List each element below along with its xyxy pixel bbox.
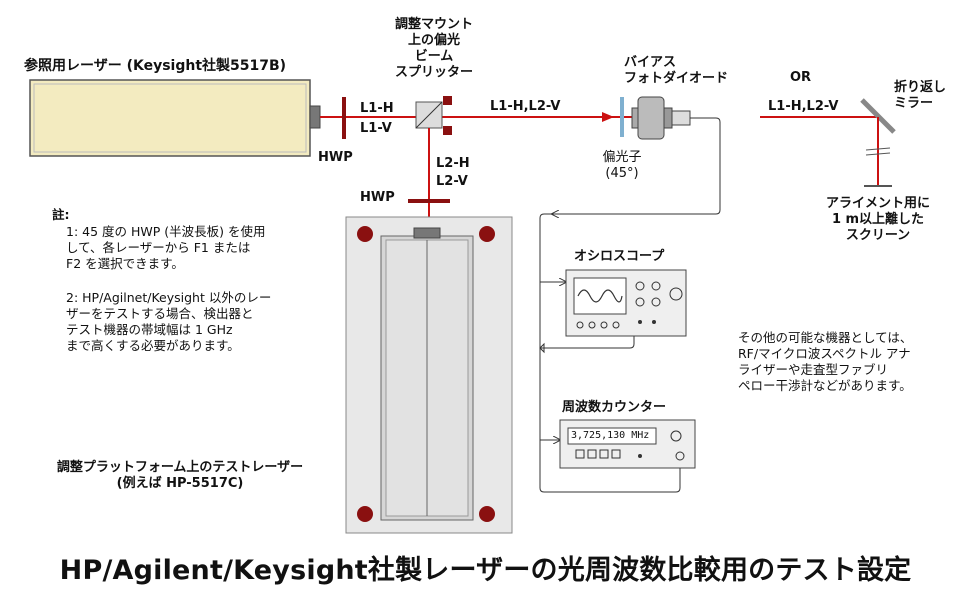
signal-cable [539, 117, 721, 493]
l1v-left-label: L1-V [360, 121, 392, 136]
notes-heading: 註: [52, 207, 70, 222]
mount-label: 調整マウント 上の偏光 ビーム スプリッター [394, 17, 473, 80]
hwp-left-label: HWP [318, 150, 353, 165]
photodiode [631, 96, 691, 140]
frequency-counter [559, 419, 696, 469]
hwp-bottom-label: HWP [360, 190, 395, 205]
page-title: HP/Agilent/Keysight社製レーザーの光周波数比較用のテスト設定 [59, 555, 912, 586]
hwp-bottom [408, 199, 450, 203]
counter-label: 周波数カウンター [562, 400, 667, 415]
counter-display: 3,725,130 MHz [571, 430, 650, 441]
oscilloscope-label: オシロスコープ [574, 249, 665, 264]
or-label: OR [790, 70, 812, 85]
beam-label-far-right: L1-H,L2-V [768, 99, 839, 114]
screen-label: アライメント用に 1 m以上離した スクリーン [825, 196, 930, 243]
oscilloscope [565, 269, 687, 337]
l2h-label: L2-H [436, 156, 470, 171]
l2v-label: L2-V [436, 174, 468, 189]
test-laser-platform [345, 216, 513, 534]
hwp-left [342, 97, 346, 139]
note-1: 1: 45 度の HWP (半波長板) を使用 して、各レーザーから F1 また… [66, 224, 266, 271]
reference-laser [29, 79, 321, 157]
note-2: 2: HP/Agilnet/Keysight 以外のレー ザーをテストする場合、… [66, 290, 272, 353]
fold-mirror-label: 折り返し ミラー [894, 80, 947, 111]
fold-mirror-option [760, 98, 896, 187]
beam-label-right: L1-H,L2-V [490, 99, 561, 114]
polarizing-beam-splitter [415, 96, 452, 135]
polarizer-label: 偏光子 (45°) [602, 150, 642, 181]
photodiode-label: バイアス フォトダイオード [624, 55, 729, 86]
polarizer [620, 97, 624, 137]
test-laser-label: 調整プラットフォーム上のテストレーザー (例えば HP-5517C) [56, 460, 304, 491]
l1h-left-label: L1-H [360, 101, 394, 116]
other-equipment-note: その他の可能な機器としては、 RF/マイクロ波スペクトル アナ ライザーや走査型… [738, 330, 913, 393]
reference-laser-label: 参照用レーザー (Keysight社製5517B) [24, 58, 287, 74]
